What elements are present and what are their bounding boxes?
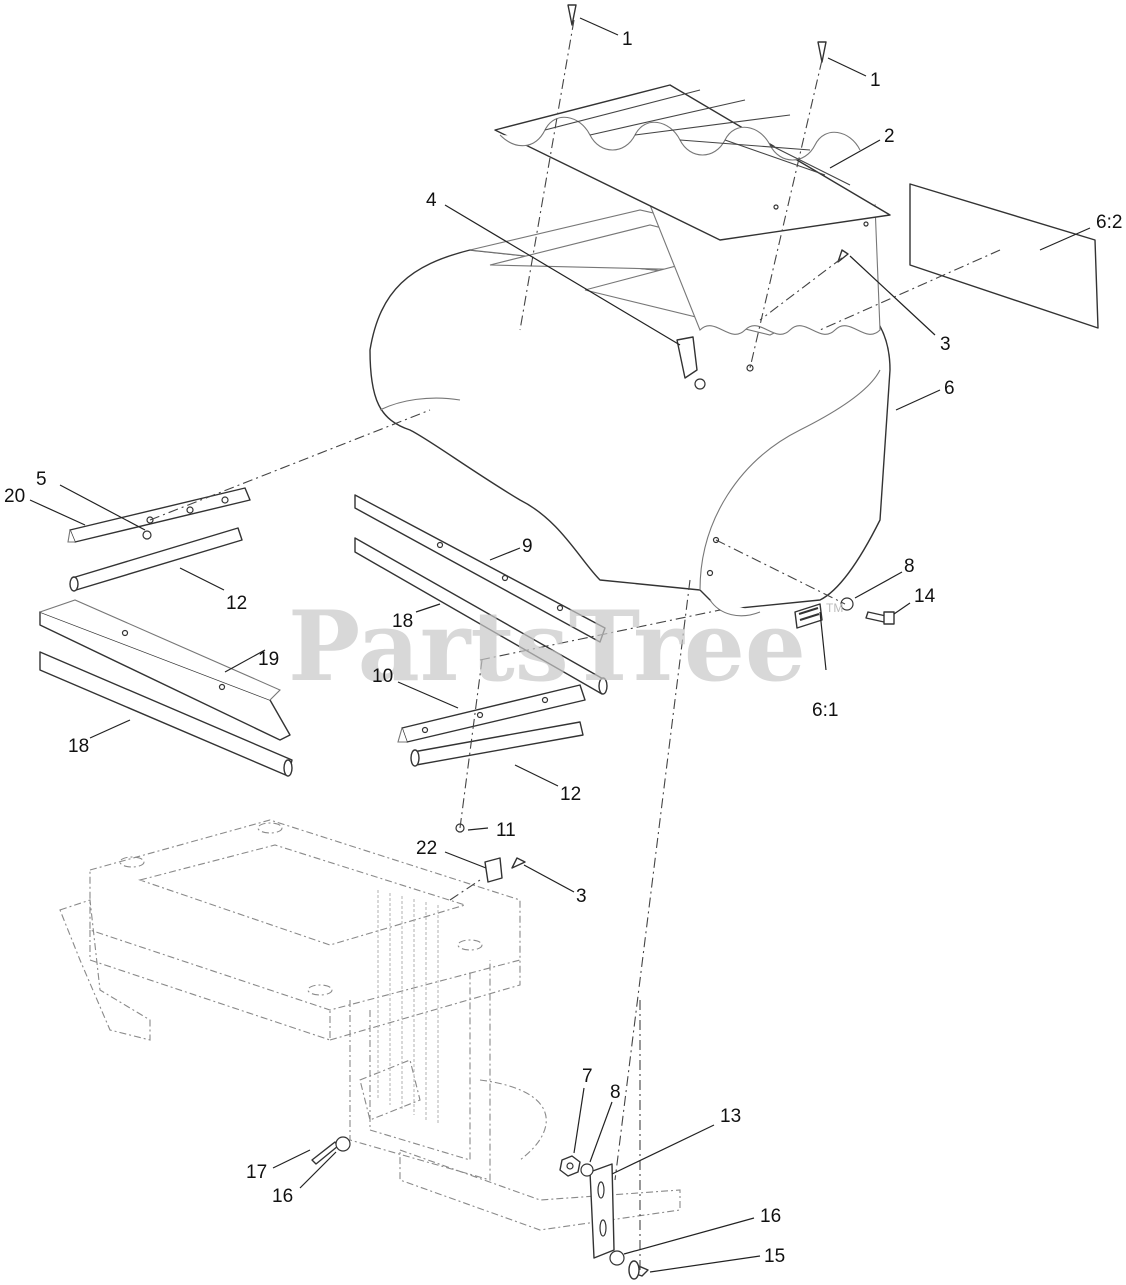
trim-rod-18b — [354, 537, 608, 695]
washer-8a — [840, 597, 854, 611]
bolt-15 — [628, 1260, 649, 1280]
callout-22: 22 — [416, 838, 437, 859]
rivet-5 — [142, 530, 152, 540]
decal-6-1 — [794, 603, 823, 629]
bracket-10 — [397, 684, 586, 743]
strap-13 — [589, 1163, 615, 1259]
leader-lines — [29, 17, 1091, 1273]
screw-3b — [511, 857, 526, 869]
clip-22 — [484, 857, 503, 883]
callout-14: 14 — [914, 586, 936, 607]
callout-13: 13 — [720, 1106, 741, 1127]
callout-12b: 12 — [560, 784, 581, 805]
callout-8b: 8 — [610, 1082, 621, 1103]
callout-4: 4 — [426, 190, 437, 211]
screw-1a — [567, 4, 577, 26]
callout-2: 2 — [884, 126, 895, 147]
callout-6-1: 6:1 — [812, 700, 838, 721]
bracket-9 — [354, 494, 606, 643]
cotter-pin-17 — [311, 1141, 339, 1165]
callout-16b: 16 — [760, 1206, 781, 1227]
callout-11: 11 — [496, 820, 516, 841]
callout-17: 17 — [246, 1162, 267, 1183]
callout-9: 9 — [522, 536, 533, 557]
callout-19: 19 — [258, 649, 279, 670]
callout-6-2: 6:2 — [1096, 212, 1122, 233]
bracket-19 — [39, 599, 291, 741]
callout-5: 5 — [36, 469, 47, 490]
callout-6: 6 — [944, 378, 955, 399]
callout-18b: 18 — [68, 736, 89, 757]
callout-15: 15 — [764, 1246, 785, 1267]
callout-3b: 3 — [576, 886, 587, 907]
trim-rod-12b — [410, 721, 584, 767]
callout-18a: 18 — [392, 611, 413, 632]
watermark-tm: TM — [826, 601, 843, 615]
hood-body — [369, 200, 891, 617]
callout-labels: 1 1 2 4 6:2 3 6 5 20 9 12 18 19 10 18 12… — [4, 29, 1122, 1267]
trim-rod-18a — [39, 651, 293, 777]
callout-10: 10 — [372, 666, 393, 687]
callout-8a: 8 — [904, 556, 915, 577]
nut-7 — [559, 1155, 581, 1177]
bolt-14 — [865, 611, 895, 625]
bracket-20 — [67, 487, 251, 543]
callout-1b: 1 — [870, 70, 881, 91]
callout-7: 7 — [582, 1066, 593, 1087]
washer-16a — [335, 1136, 351, 1152]
hood-latch — [676, 336, 706, 390]
watermark-text: PartsTree — [288, 590, 806, 703]
washer-8b — [580, 1163, 594, 1177]
callout-3a: 3 — [940, 334, 951, 355]
corrugated-cover — [494, 84, 891, 241]
assembly-lines — [149, 19, 1001, 1270]
callout-12a: 12 — [226, 593, 247, 614]
chassis-frame-ghost — [59, 819, 681, 1231]
trim-rod-12a — [69, 527, 243, 592]
callout-20: 20 — [4, 486, 25, 507]
decal-6-2 — [909, 183, 1099, 329]
callout-16a: 16 — [272, 1186, 293, 1207]
callout-1a: 1 — [622, 29, 633, 50]
screw-1b — [817, 41, 827, 63]
washer-16b — [609, 1250, 625, 1266]
